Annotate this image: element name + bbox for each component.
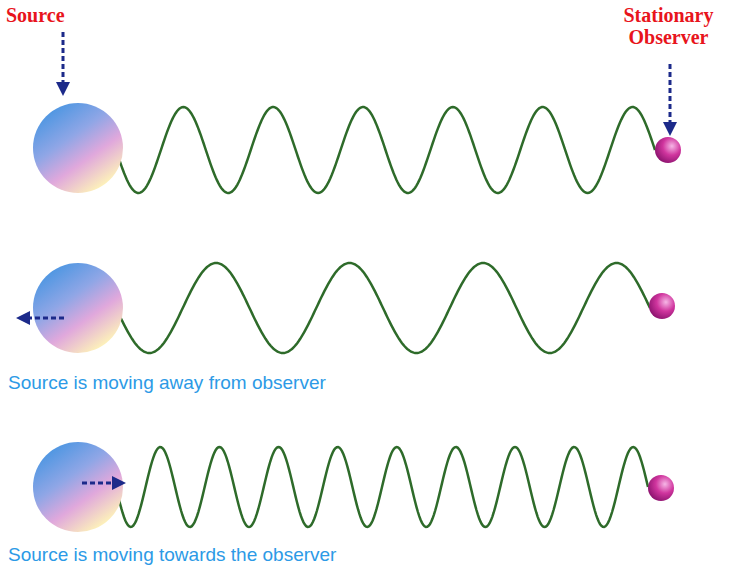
arrow-head [663, 122, 677, 136]
sound-wave [116, 263, 650, 353]
motion-arrow [82, 482, 112, 485]
sound-wave [116, 447, 648, 527]
pointer-arrow [669, 64, 672, 122]
arrow-head [16, 311, 30, 325]
source-circle [33, 263, 123, 353]
observer-dot [649, 293, 675, 319]
sound-wave [116, 107, 655, 193]
observer-dot [648, 475, 674, 501]
source-circle [33, 103, 123, 193]
callout-label: Source [6, 4, 65, 26]
source-circle [33, 442, 123, 532]
arrow-head [112, 476, 126, 490]
observer-dot [655, 137, 681, 163]
pointer-arrow [62, 32, 65, 82]
arrow-head [56, 82, 70, 96]
wave-group [116, 107, 655, 527]
callout-label: Stationary Observer [611, 4, 726, 48]
caption-text: Source is moving away from observer [8, 372, 326, 394]
motion-arrow [30, 317, 64, 320]
caption-text: Source is moving towards the observer [8, 544, 336, 566]
